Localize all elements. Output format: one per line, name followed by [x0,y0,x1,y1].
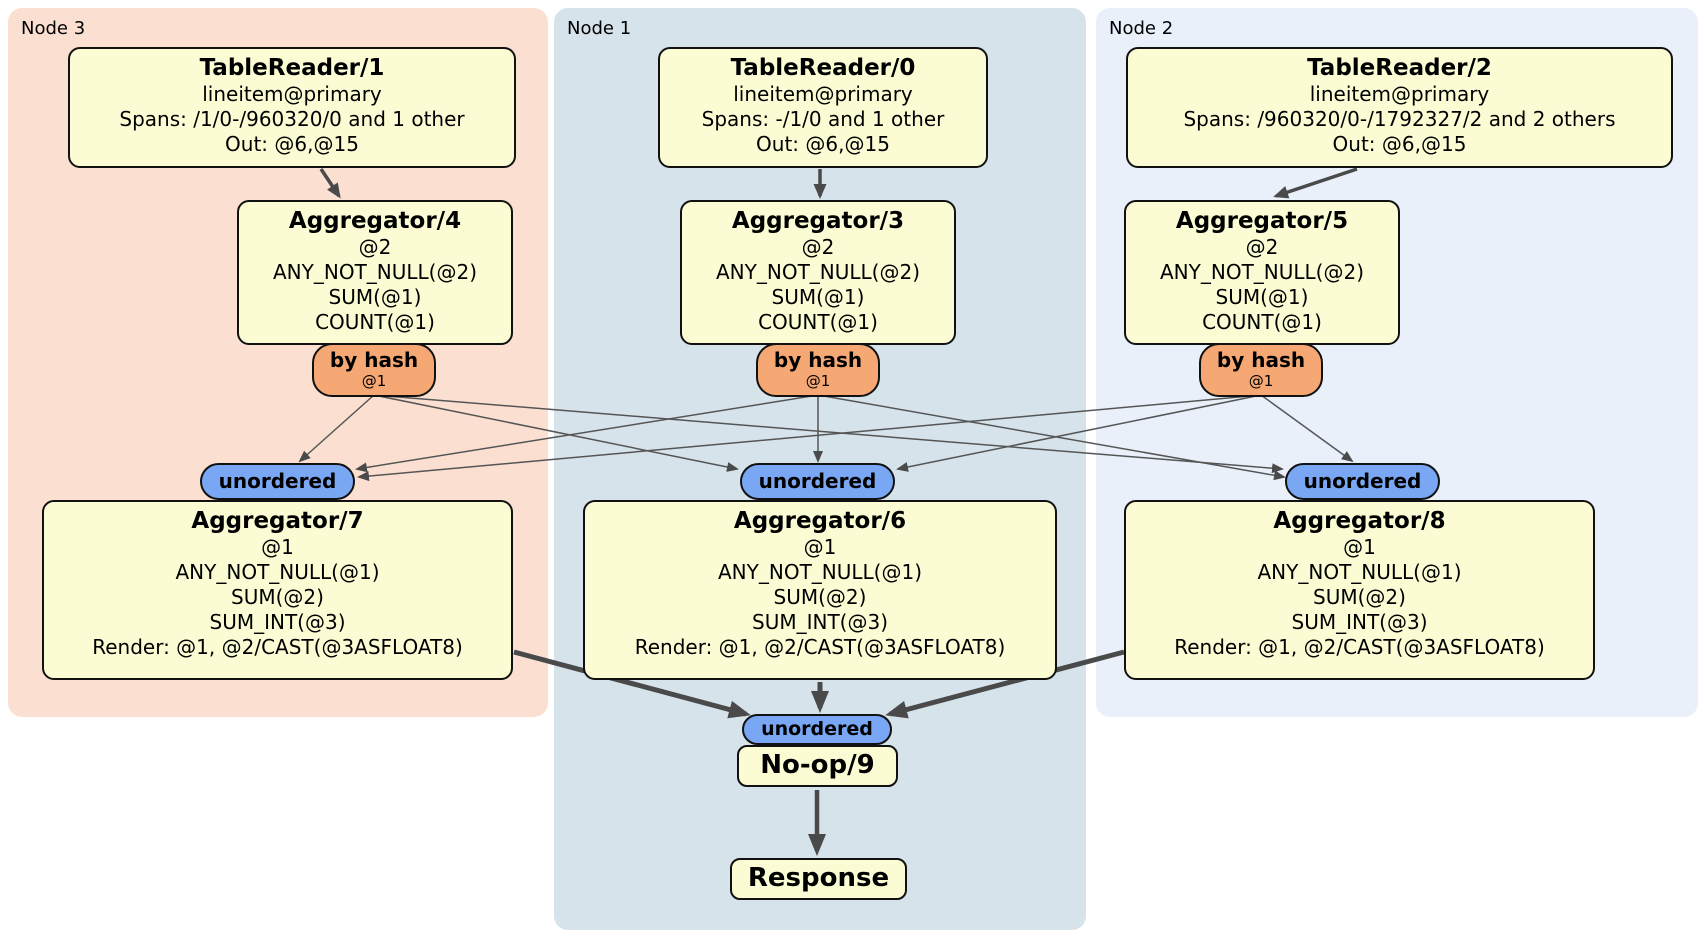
processor-title: TableReader/0 [730,55,916,81]
processor-line: Out: @6,@15 [1332,132,1467,156]
processor-aggregator-3: Aggregator/3 @2 ANY_NOT_NULL(@2) SUM(@1)… [680,200,956,345]
processor-line: COUNT(@1) [1202,310,1322,334]
processor-line: Out: @6,@15 [225,132,359,156]
processor-line: SUM(@1) [771,285,865,309]
processor-line: lineitem@primary [1309,82,1490,106]
processor-line: @1 [1343,535,1376,559]
processor-line: ANY_NOT_NULL(@1) [718,560,922,584]
processor-tablereader-2: TableReader/2 lineitem@primary Spans: /9… [1126,47,1673,168]
processor-line: @1 [803,535,837,559]
processor-line: ANY_NOT_NULL(@1) [175,560,380,584]
router-label: by hash [329,348,419,372]
processor-line: @2 [358,235,392,259]
processor-line: SUM(@2) [1313,585,1406,609]
processor-title: Aggregator/8 [1273,508,1446,534]
region-label-node-1: Node 1 [567,18,632,39]
processor-aggregator-8: Aggregator/8 @1 ANY_NOT_NULL(@1) SUM(@2)… [1124,500,1595,680]
processor-aggregator-6: Aggregator/6 @1 ANY_NOT_NULL(@1) SUM(@2)… [583,500,1057,680]
processor-aggregator-4: Aggregator/4 @2 ANY_NOT_NULL(@2) SUM(@1)… [237,200,513,345]
processor-title: Response [747,863,890,893]
processor-title: TableReader/1 [199,55,385,81]
processor-line: SUM_INT(@3) [752,610,888,634]
processor-line: ANY_NOT_NULL(@2) [1160,260,1364,284]
processor-aggregator-5: Aggregator/5 @2 ANY_NOT_NULL(@2) SUM(@1)… [1124,200,1400,345]
region-label-node-3: Node 3 [21,18,86,39]
processor-line: SUM(@2) [231,585,324,609]
processor-line: SUM(@2) [773,585,867,609]
processor-line: SUM_INT(@3) [1291,610,1428,634]
router-detail: @1 [805,372,831,390]
processor-line: COUNT(@1) [758,310,878,334]
stream-unordered-right: unordered [1285,463,1440,500]
router-label: by hash [1216,348,1306,372]
processor-aggregator-7: Aggregator/7 @1 ANY_NOT_NULL(@1) SUM(@2)… [42,500,513,680]
processor-line: lineitem@primary [733,82,913,106]
processor-title: Aggregator/6 [733,508,907,534]
processor-line: Out: @6,@15 [756,132,890,156]
processor-tablereader-1: TableReader/1 lineitem@primary Spans: /1… [68,47,516,168]
processor-line: Spans: /1/0-/960320/0 and 1 other [119,107,465,131]
processor-line: SUM(@1) [1215,285,1309,309]
router-by-hash-4: by hash @1 [312,343,436,397]
processor-line: SUM_INT(@3) [209,610,346,634]
response-box: Response [730,858,907,900]
processor-line: Spans: /960320/0-/1792327/2 and 2 others [1183,107,1616,131]
processor-line: ANY_NOT_NULL(@2) [273,260,477,284]
stream-unordered-left: unordered [200,463,355,500]
processor-line: @2 [1245,235,1279,259]
processor-line: @2 [801,235,835,259]
router-detail: @1 [361,372,387,390]
processor-line: @1 [261,535,294,559]
processor-title: TableReader/2 [1307,55,1492,81]
processor-line: lineitem@primary [202,82,382,106]
router-by-hash-3: by hash @1 [756,343,880,397]
processor-line: COUNT(@1) [315,310,435,334]
processor-line: ANY_NOT_NULL(@2) [716,260,920,284]
processor-line: Spans: -/1/0 and 1 other [701,107,945,131]
processor-line: SUM(@1) [328,285,422,309]
router-by-hash-5: by hash @1 [1199,343,1323,397]
stream-unordered-final: unordered [742,714,892,745]
processor-line: Render: @1, @2/CAST(@3ASFLOAT8) [1174,635,1545,659]
processor-title: Aggregator/3 [731,208,905,234]
stream-unordered-center: unordered [740,463,895,500]
processor-title: No-op/9 [760,750,875,780]
processor-title: Aggregator/5 [1175,208,1349,234]
processor-line: Render: @1, @2/CAST(@3ASFLOAT8) [92,635,463,659]
processor-title: Aggregator/7 [191,508,364,534]
processor-noop-9: No-op/9 [737,745,898,787]
processor-line: ANY_NOT_NULL(@1) [1257,560,1462,584]
router-label: by hash [773,348,863,372]
router-detail: @1 [1248,372,1274,390]
processor-line: Render: @1, @2/CAST(@3ASFLOAT8) [634,635,1006,659]
region-label-node-2: Node 2 [1109,18,1174,39]
processor-title: Aggregator/4 [288,208,462,234]
processor-tablereader-0: TableReader/0 lineitem@primary Spans: -/… [658,47,988,168]
